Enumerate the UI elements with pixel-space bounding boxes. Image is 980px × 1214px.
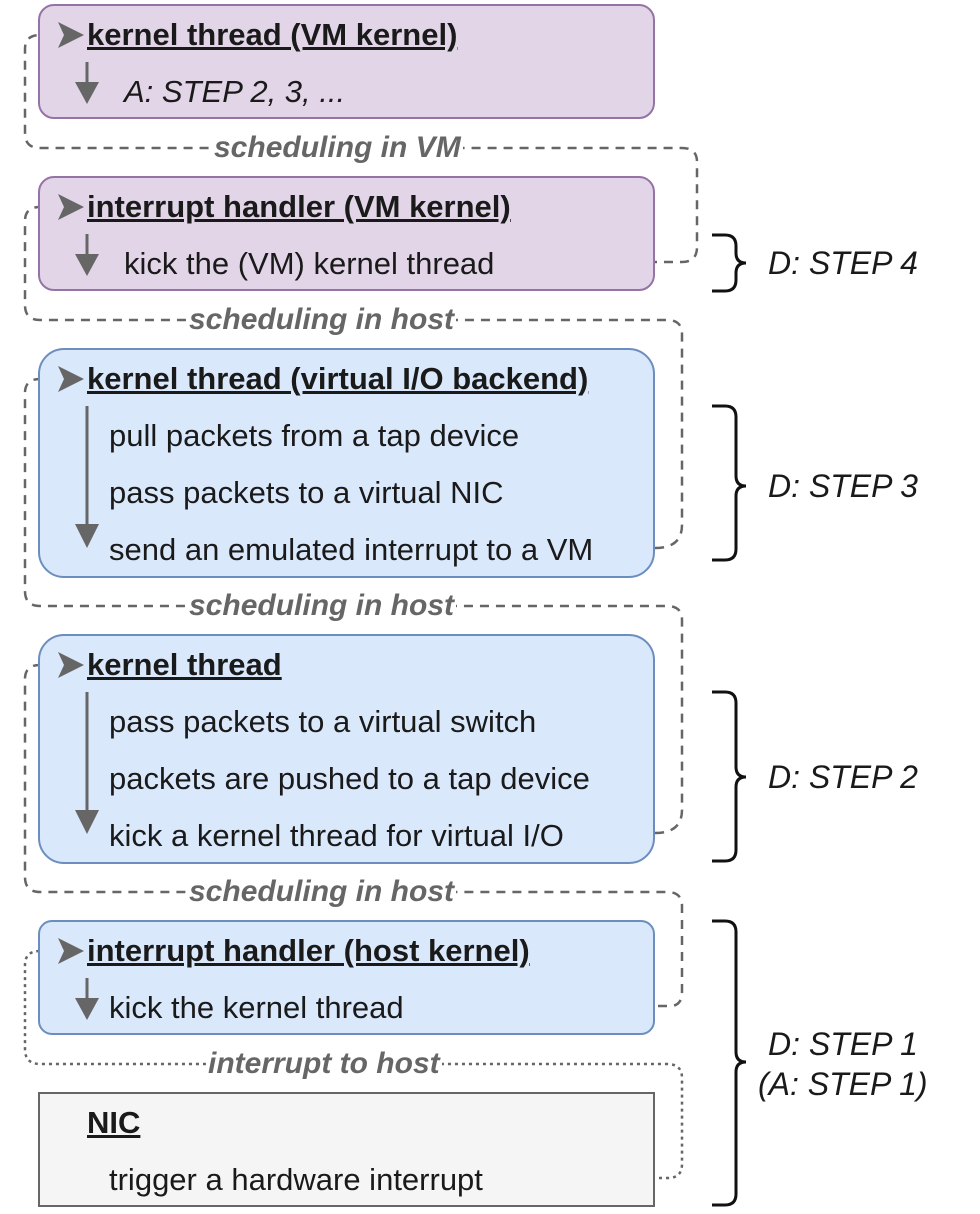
vm-interrupt-handler-line-1: kick the (VM) kernel thread (124, 246, 495, 281)
host-kernel-thread-block (38, 634, 655, 864)
transition-label-vm: scheduling in VM (212, 131, 463, 165)
host-interrupt-handler-title: interrupt handler (host kernel) (87, 933, 530, 968)
vm-kernel-thread-line-1: A: STEP 2, 3, ... (124, 74, 346, 109)
connector-interrupt-to-host (23, 949, 684, 1180)
vm-interrupt-handler-block (38, 176, 655, 291)
virtual-io-backend-line-2: pass packets to a virtual NIC (109, 475, 504, 510)
vm-kernel-thread-block (38, 4, 655, 119)
virtual-io-backend-title: kernel thread (virtual I/O backend) (87, 361, 589, 396)
transition-label-host-2: scheduling in host (187, 589, 457, 623)
step-label-d4: D: STEP 4 (768, 245, 918, 281)
host-kernel-thread-line-1: pass packets to a virtual switch (109, 704, 537, 739)
transition-label-host-1: scheduling in host (187, 303, 457, 337)
virtual-io-backend-line-3: send an emulated interrupt to a VM (109, 532, 594, 567)
host-kernel-thread-line-2: packets are pushed to a tap device (109, 761, 590, 796)
step-label-a1: (A: STEP 1) (758, 1066, 928, 1102)
virtual-io-backend-line-1: pull packets from a tap device (109, 418, 520, 453)
host-interrupt-handler-line-1: kick the kernel thread (109, 990, 404, 1025)
host-kernel-thread-title: kernel thread (87, 647, 282, 682)
virtual-io-backend-block (38, 348, 655, 578)
connector-host-scheduling-1 (23, 205, 684, 550)
host-kernel-thread-line-3: kick a kernel thread for virtual I/O (109, 818, 564, 853)
transition-label-host-3: scheduling in host (187, 875, 457, 909)
nic-title: NIC (87, 1105, 141, 1140)
transition-label-interrupt: interrupt to host (206, 1047, 442, 1081)
connector-host-scheduling-2 (23, 377, 684, 835)
step-label-d3: D: STEP 3 (768, 468, 918, 504)
host-interrupt-handler-block (38, 920, 655, 1035)
step-label-d1: D: STEP 1 (768, 1026, 918, 1062)
vm-kernel-thread-title: kernel thread (VM kernel) (87, 17, 458, 52)
step-label-d2: D: STEP 2 (768, 759, 918, 795)
vm-interrupt-handler-title: interrupt handler (VM kernel) (87, 189, 511, 224)
nic-line-1: trigger a hardware interrupt (109, 1162, 483, 1197)
nic-block (38, 1092, 655, 1207)
